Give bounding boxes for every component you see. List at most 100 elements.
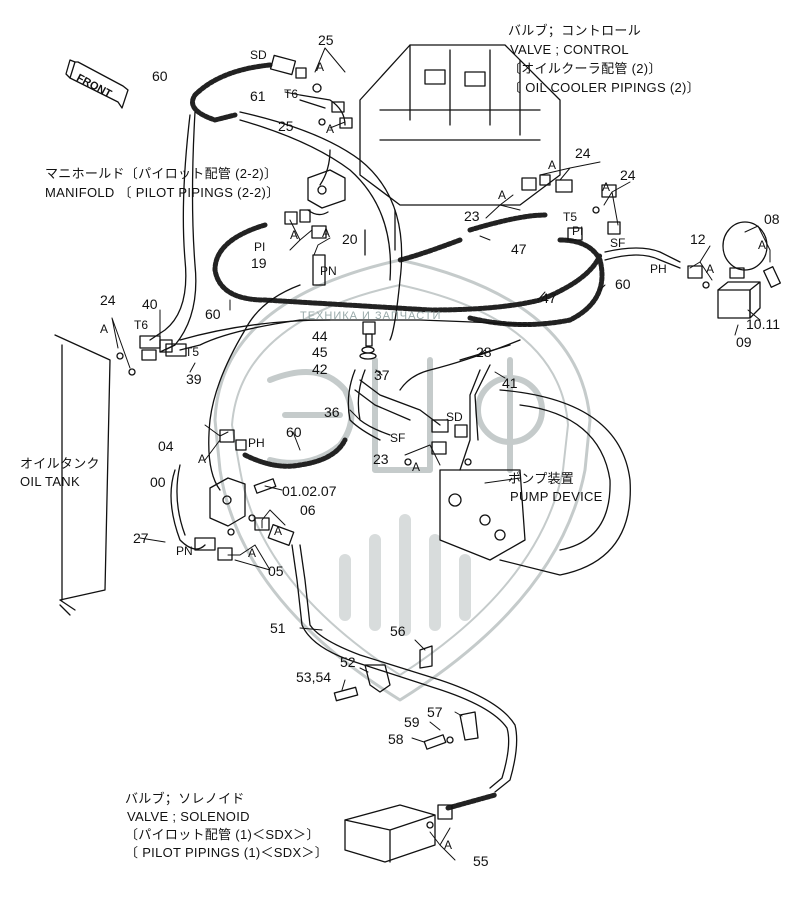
control-valve-label-jp: バルブ；コントロール	[508, 23, 642, 38]
port-t6: T6	[134, 318, 149, 332]
oil-tank-label-en: OIL TANK	[20, 474, 80, 489]
port-t5: T5	[563, 210, 578, 224]
hose-51	[445, 792, 498, 811]
callout-42: 42	[312, 361, 328, 377]
callout-58: 58	[388, 731, 404, 747]
callout-41: 41	[502, 375, 518, 391]
pump-device-label-jp: ポンプ装置	[508, 471, 575, 486]
port-pn: PN	[320, 264, 337, 278]
port-t5: T5	[185, 345, 200, 359]
callout-01-02-07: 01.02.07	[282, 483, 337, 499]
a-mark: A	[758, 238, 767, 252]
callout-12: 12	[690, 231, 706, 247]
callout-04: 04	[158, 438, 174, 454]
callout-59: 59	[404, 714, 420, 730]
port-sd: SD	[250, 48, 267, 62]
port-sf: SF	[390, 431, 406, 445]
port-pi: PI	[572, 224, 584, 238]
callout-44: 44	[312, 328, 328, 344]
components	[65, 54, 781, 863]
callout-25: 25	[318, 32, 334, 48]
callout-36: 36	[324, 404, 340, 420]
callout-60: 60	[152, 68, 168, 84]
port-ph: PH	[650, 262, 667, 276]
pump-device-label-en: PUMP DEVICE	[510, 489, 603, 504]
callout-60: 60	[286, 424, 302, 440]
port-t6: T6	[284, 87, 299, 101]
callout-60: 60	[615, 276, 631, 292]
callout-51: 51	[270, 620, 286, 636]
a-mark: A	[290, 228, 299, 242]
a-mark: A	[274, 524, 283, 538]
a-mark: A	[602, 180, 611, 194]
callout-53-54: 53,54	[296, 669, 332, 685]
callout-24: 24	[620, 167, 636, 183]
callout-52: 52	[340, 654, 356, 670]
callout-10-11: 10.11	[746, 316, 780, 332]
manifold-label-jp: マニホールド〔パイロット配管 (2-2)〕	[45, 166, 278, 181]
a-mark: A	[548, 158, 557, 172]
oil-tank-outline	[54, 334, 111, 616]
callout-24: 24	[575, 145, 591, 161]
callout-23: 23	[464, 208, 480, 224]
callout-08: 08	[764, 211, 780, 227]
solenoid-valve-label-jp: バルブ；ソレノイド	[125, 791, 245, 806]
callout-37: 37	[374, 367, 390, 383]
hose-60-mid	[212, 222, 603, 313]
a-mark: A	[248, 546, 257, 560]
pump-device-outline	[439, 389, 631, 576]
a-mark: A	[322, 226, 331, 240]
callout-45: 45	[312, 344, 328, 360]
callout-61: 61	[250, 88, 266, 104]
port-ph: PH	[248, 436, 265, 450]
callout-19: 19	[251, 255, 267, 271]
callout-09: 09	[736, 334, 752, 350]
callout-20: 20	[342, 231, 358, 247]
a-mark: A	[316, 60, 325, 74]
callout-27: 27	[133, 530, 149, 546]
control-valve-label-en: VALVE ; CONTROL	[510, 42, 629, 57]
callout-56: 56	[390, 623, 406, 639]
callout-28: 28	[476, 344, 492, 360]
callout-00: 00	[150, 474, 166, 490]
watermark-text: ТЕХНИКА И ЗАПЧАСТИ	[300, 310, 442, 322]
port-sd: SD	[446, 410, 463, 424]
watermark-logo	[213, 258, 592, 702]
callout-55: 55	[473, 853, 489, 869]
a-mark: A	[100, 322, 109, 336]
a-mark: A	[412, 460, 421, 474]
callout-47: 47	[511, 241, 527, 257]
callout-06: 06	[300, 502, 316, 518]
solenoid-valve-piping-jp: 〔パイロット配管 (1)＜SDX＞〕	[125, 827, 320, 842]
solenoid-valve-label-en: VALVE ; SOLENOID	[127, 809, 250, 824]
port-pi: PI	[254, 240, 266, 254]
callout-05: 05	[268, 563, 284, 579]
pipes	[149, 94, 681, 793]
a-mark: A	[326, 122, 335, 136]
callout-60: 60	[205, 306, 221, 322]
callout-25: 25	[278, 118, 294, 134]
port-sf: SF	[610, 236, 626, 250]
a-mark: A	[444, 838, 453, 852]
callout-39: 39	[186, 371, 202, 387]
callout-23: 23	[373, 451, 389, 467]
control-valve-piping-en: 〔 OIL COOLER PIPINGS (2)〕	[508, 80, 700, 95]
callout-40: 40	[142, 296, 158, 312]
callout-57: 57	[427, 704, 443, 720]
port-pn: PN	[176, 544, 193, 558]
leader-lines	[111, 47, 771, 861]
a-mark: A	[706, 262, 715, 276]
control-valve-outline	[359, 44, 561, 256]
hose-60-top	[190, 62, 273, 123]
callout-47: 47	[541, 290, 557, 306]
control-valve-piping-jp: 〔オイルクーラ配管 (2)〕	[508, 61, 662, 76]
callout-24: 24	[100, 292, 116, 308]
manifold-label-en: MANIFOLD 〔 PILOT PIPINGS (2-2)〕	[45, 185, 280, 200]
solenoid-valve-piping-en: 〔 PILOT PIPINGS (1)＜SDX＞〕	[125, 845, 329, 860]
hose-60-lower	[242, 437, 348, 469]
oil-tank-label-jp: オイルタンク	[20, 456, 100, 471]
a-mark: A	[198, 452, 207, 466]
a-mark: A	[498, 188, 507, 202]
